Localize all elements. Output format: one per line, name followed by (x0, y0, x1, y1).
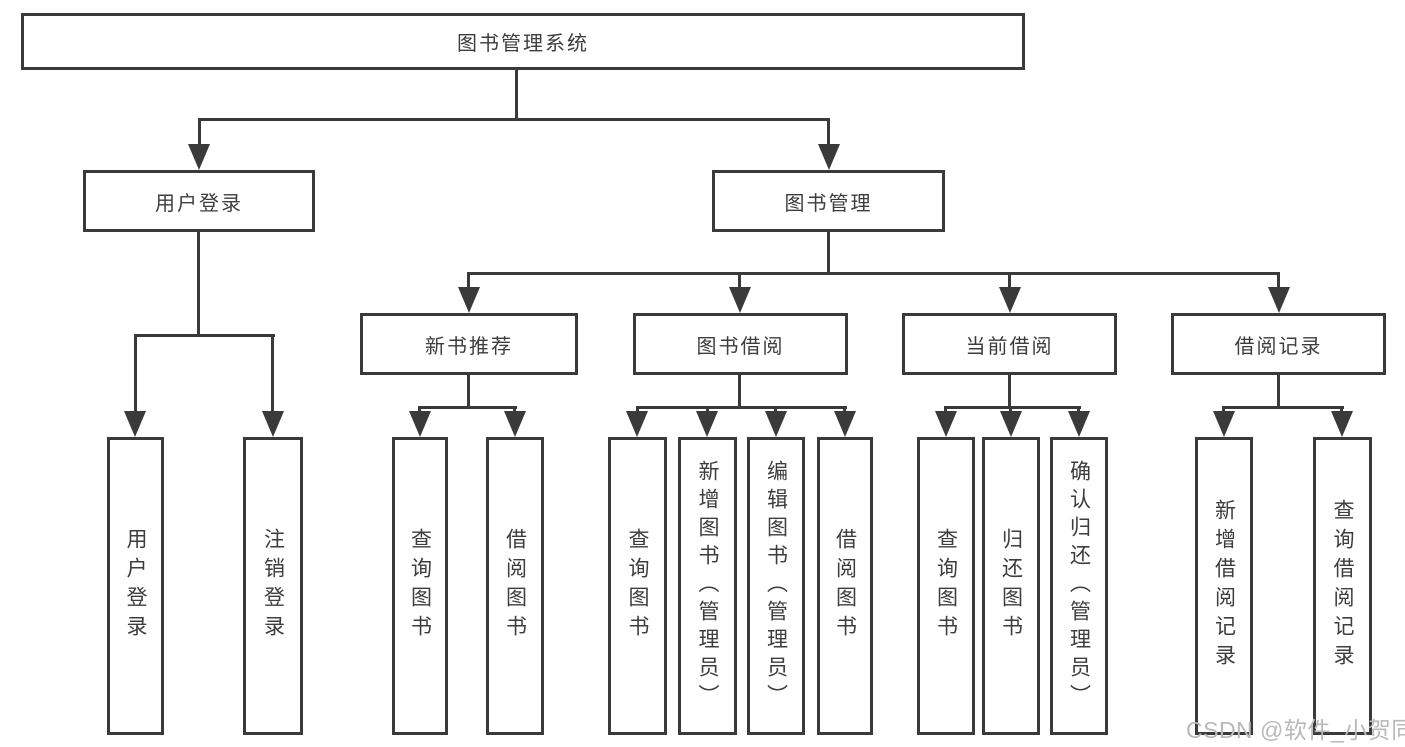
leaf-label: 查询图书 (408, 528, 432, 644)
arrow-down-icon (458, 287, 480, 313)
node-new-book-recommendation: 新书推荐 (360, 313, 578, 375)
leaf-logout: 注销登录 (243, 437, 303, 735)
node-borrowing-records: 借阅记录 (1171, 313, 1386, 375)
arrow-down-icon (1068, 411, 1090, 437)
connector-line (1008, 272, 1011, 290)
node-label: 新书推荐 (425, 335, 513, 358)
connector-line (738, 272, 741, 290)
arrow-down-icon (409, 411, 431, 437)
connector-line (945, 406, 1081, 409)
leaf-label: 注销登录 (261, 528, 285, 644)
watermark: CSDN @软件_小贺同学 (1186, 717, 1405, 743)
node-label: 图书借阅 (696, 335, 785, 358)
arrow-down-icon (1213, 411, 1235, 437)
connector-line (827, 232, 830, 275)
leaf-label: 借阅图书 (503, 528, 527, 644)
arrow-down-icon (818, 144, 840, 170)
arrow-down-icon (729, 287, 751, 313)
leaf-label: 确认归还（管理员） (1067, 460, 1091, 712)
node-current-borrowing: 当前借阅 (902, 313, 1117, 375)
connector-line (827, 118, 830, 148)
leaf-edit-book-admin: 编辑图书（管理员） (747, 437, 805, 735)
node-label: 图书管理 (784, 192, 873, 215)
connector-line (738, 375, 741, 408)
node-library-system: 图书管理系统 (21, 13, 1025, 70)
connector-line (1223, 406, 1344, 409)
arrow-down-icon (765, 411, 787, 437)
leaf-label: 用户登录 (124, 528, 147, 644)
leaf-query-books-recommend: 查询图书 (392, 437, 448, 735)
leaf-query-books-borrowing: 查询图书 (608, 437, 667, 735)
arrow-down-icon (999, 287, 1021, 313)
leaf-query-borrow-record: 查询借阅记录 (1313, 437, 1372, 735)
connector-line (515, 70, 518, 118)
arrow-down-icon (626, 411, 648, 437)
node-label: 借阅记录 (1234, 335, 1323, 358)
leaf-borrow-books-recommend: 借阅图书 (486, 437, 544, 735)
leaf-label: 查询图书 (934, 528, 958, 644)
leaf-user-login: 用户登录 (107, 437, 164, 735)
connector-line (467, 375, 470, 408)
arrow-down-icon (935, 411, 957, 437)
connector-line (271, 334, 274, 416)
leaf-label: 新增借阅记录 (1212, 499, 1236, 673)
leaf-borrow-books-borrowing: 借阅图书 (817, 437, 873, 735)
connector-line (198, 118, 830, 121)
arrow-down-icon (834, 411, 856, 437)
arrow-down-icon (124, 411, 146, 437)
leaf-label: 新增图书（管理员） (696, 460, 719, 712)
node-label: 当前借阅 (965, 335, 1054, 358)
node-label: 图书管理系统 (457, 33, 589, 55)
node-user-login: 用户登录 (83, 170, 315, 232)
arrow-down-icon (262, 411, 284, 437)
connector-line (467, 272, 470, 290)
node-book-borrowing: 图书借阅 (633, 313, 848, 375)
leaf-label: 编辑图书（管理员） (764, 460, 788, 712)
node-label: 用户登录 (155, 192, 243, 215)
connector-line (197, 232, 200, 336)
connector-line (1277, 272, 1280, 290)
leaf-add-borrow-record: 新增借阅记录 (1195, 437, 1253, 735)
arrow-down-icon (1331, 411, 1353, 437)
arrow-down-icon (188, 144, 210, 170)
connector-line (198, 118, 201, 148)
leaf-label: 查询图书 (626, 528, 649, 644)
connector-line (134, 334, 137, 416)
leaf-label: 借阅图书 (833, 528, 857, 644)
connector-line (1277, 375, 1280, 408)
leaf-return-books: 归还图书 (982, 437, 1040, 735)
connector-line (468, 272, 1280, 275)
leaf-label: 查询借阅记录 (1331, 499, 1354, 673)
leaf-query-books-current: 查询图书 (917, 437, 975, 735)
arrow-down-icon (1000, 411, 1022, 437)
arrow-down-icon (1268, 287, 1290, 313)
arrow-down-icon (504, 411, 526, 437)
node-book-management: 图书管理 (712, 170, 945, 232)
connector-line (419, 406, 517, 409)
leaf-label: 归还图书 (999, 528, 1023, 644)
leaf-add-book-admin: 新增图书（管理员） (678, 437, 737, 735)
connector-line (1008, 375, 1011, 408)
arrow-down-icon (696, 411, 718, 437)
connector-line (134, 334, 275, 337)
leaf-confirm-return-admin: 确认归还（管理员） (1050, 437, 1108, 735)
connector-line (636, 406, 847, 409)
